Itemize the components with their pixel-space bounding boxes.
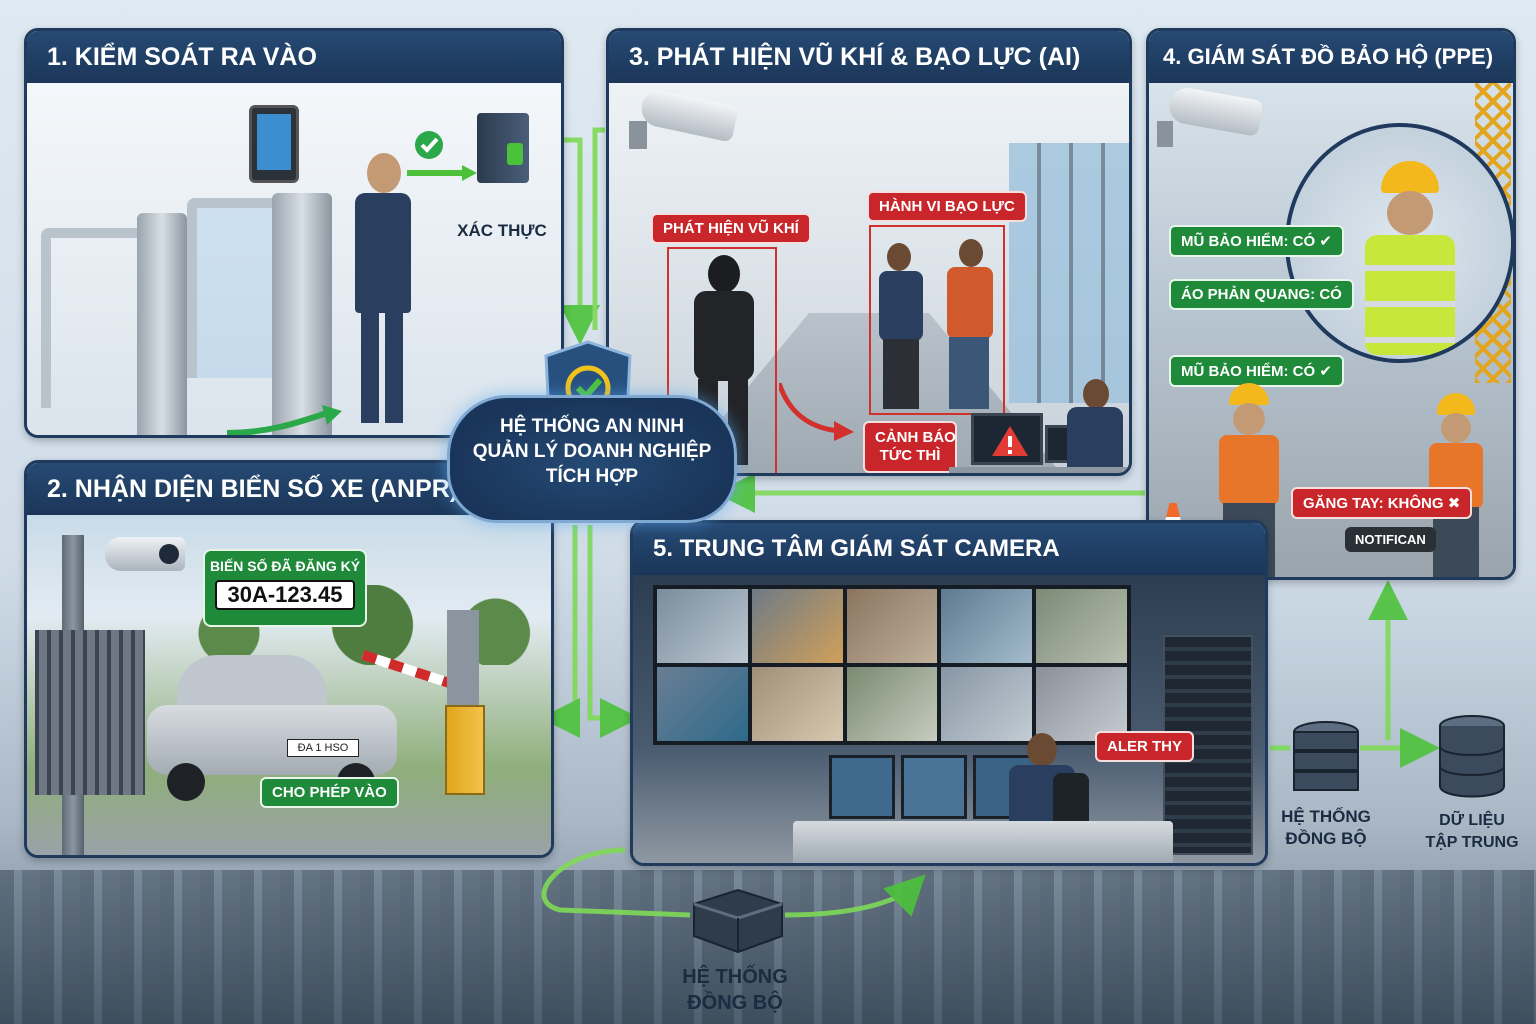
- camera-feed: [1036, 667, 1127, 741]
- check-icon: ✔: [1319, 233, 1332, 250]
- helmet-text: MŨ BẢO HIỂM: CÓ: [1181, 363, 1316, 380]
- sync-line-2: ĐỒNG BỘ: [687, 992, 783, 1014]
- sync-system-label-right: HỆ THỐNG ĐỒNG BỘ: [1268, 806, 1384, 850]
- plate-number: 30A-123.45: [215, 580, 355, 610]
- check-icon: ✔: [1319, 363, 1332, 380]
- center-line-1: HỆ THỐNG AN NINH: [499, 416, 685, 437]
- panel-title: 3. PHÁT HIỆN VŨ KHÍ & BẠO LỰC (AI): [609, 31, 1129, 83]
- person-employee: [347, 153, 417, 433]
- camera-feed: [657, 667, 748, 741]
- plate-recognition-box: BIẾN SỐ ĐÃ ĐĂNG KÝ 30A-123.45: [203, 549, 367, 627]
- alert-line-1: CẢNH BÁO: [875, 429, 956, 446]
- allow-entry-label: CHO PHÉP VÀO: [260, 777, 399, 808]
- turnstile-post: [272, 193, 332, 435]
- camera-feed: [846, 589, 938, 663]
- flow-bottom-sync: [784, 874, 926, 918]
- panel-anpr: 2. NHẬN DIỆN BIỂN SỐ XE (ANPR) BIẾN SỐ Đ…: [24, 460, 554, 858]
- gloves-missing-label: GĂNG TAY: KHÔNG ✖: [1291, 487, 1473, 519]
- center-line-3: TÍCH HỢP: [545, 466, 639, 487]
- sync-system-label-bottom: HỆ THỐNG ĐỒNG BỘ: [660, 964, 810, 1016]
- window-wall: [1009, 143, 1129, 403]
- face-recognition-terminal: [249, 105, 299, 183]
- x-icon: ✖: [1447, 495, 1461, 512]
- instant-alert-box: CẢNH BÁO TỨC THÌ: [863, 421, 957, 473]
- monitor: [829, 755, 895, 819]
- city-skyline-background: [0, 870, 1536, 1024]
- monitor-alert: [971, 413, 1043, 465]
- sync-line-1: HỆ THỐNG: [682, 966, 788, 988]
- barrier-box: [445, 705, 485, 795]
- operator: [1059, 379, 1129, 473]
- violence-detected-label: HÀNH VI BẠO LỰC: [867, 191, 1027, 222]
- car-plate: ĐA 1 HSO: [287, 739, 359, 757]
- panel-title: 1. KIỂM SOÁT RA VÀO: [27, 31, 561, 83]
- center-line-2: QUẢN LÝ DOANH NGHIỆP: [472, 441, 712, 462]
- alert-arrow: [779, 383, 854, 441]
- notice-label: NOTIFICAN: [1345, 527, 1436, 552]
- barrier-post: [447, 610, 479, 705]
- weapon-bounding-box: [667, 247, 777, 473]
- anpr-camera-icon: [105, 537, 185, 571]
- flow-center-to-p5: [587, 525, 640, 738]
- panel-title: 5. TRUNG TÂM GIÁM SÁT CAMERA: [633, 523, 1265, 575]
- camera-feed: [941, 589, 1033, 663]
- helmet-ok-label-2: MŨ BẢO HIỂM: CÓ ✔: [1169, 355, 1344, 387]
- camera-feed: [941, 667, 1033, 741]
- cctv-camera-icon: [1157, 85, 1265, 147]
- central-security-system: HỆ THỐNG AN NINH QUẢN LÝ DOANH NGHIỆP TÍ…: [447, 395, 737, 523]
- weapon-detected-label: PHÁT HIỆN VŨ KHÍ: [651, 213, 811, 244]
- control-desk: [793, 821, 1173, 863]
- worker-zoomed: [1355, 161, 1465, 359]
- verified-check-icon: [407, 131, 477, 181]
- face-screen: [257, 114, 291, 170]
- helmet-ok-label-1: MŨ BẢO HIỂM: CÓ ✔: [1169, 225, 1344, 257]
- plate-caption: BIẾN SỐ ĐÃ ĐĂNG KÝ: [209, 558, 361, 574]
- flow-center-to-p2: [540, 525, 580, 738]
- violence-bounding-box: [869, 225, 1005, 415]
- gloves-text: GĂNG TAY: KHÔNG: [1303, 495, 1444, 512]
- desk: [949, 467, 1129, 473]
- camera-feed: [846, 667, 938, 741]
- warning-icon: [992, 426, 1028, 456]
- panel-camera-monitoring-center: 5. TRUNG TÂM GIÁM SÁT CAMERA ALER THY: [630, 520, 1268, 866]
- camera-feed: [751, 589, 843, 663]
- vest-ok-label: ÁO PHẢN QUANG: CÓ: [1169, 279, 1354, 310]
- alert-line-2: TỨC THÌ: [879, 447, 941, 464]
- video-wall: [653, 585, 1131, 745]
- auth-label: XÁC THỰC: [457, 221, 547, 240]
- cctv-camera-icon: [629, 87, 739, 151]
- central-data-label: DỮ LIỆU TẬP TRUNG: [1416, 810, 1528, 854]
- panel-ppe-monitoring: 4. GIÁM SÁT ĐỒ BẢO HỘ (PPE) MŨ BẢO HIỂM:…: [1146, 28, 1516, 580]
- server-icon: [477, 113, 529, 183]
- data-line-1: DỮ LIỆU: [1439, 812, 1505, 829]
- data-line-2: TẬP TRUNG: [1425, 834, 1519, 851]
- panel-title: 4. GIÁM SÁT ĐỒ BẢO HỘ (PPE): [1149, 31, 1513, 83]
- sync-hub-icon: [693, 888, 783, 954]
- camera-feed: [1036, 589, 1127, 663]
- sync-line-2: ĐỒNG BỘ: [1285, 829, 1367, 848]
- fighting-figures: [877, 233, 997, 409]
- gate-fence: [35, 630, 145, 795]
- sync-server-icon: [1293, 721, 1359, 791]
- alert-label: ALER THY: [1095, 731, 1194, 762]
- monitor: [901, 755, 967, 819]
- helmet-text: MŨ BẢO HIỂM: CÓ: [1181, 233, 1316, 250]
- panel-access-control: 1. KIỂM SOÁT RA VÀO XÁC THỰC: [24, 28, 564, 438]
- camera-feed: [657, 589, 748, 663]
- turnstile-post: [137, 213, 187, 435]
- entry-arrow: [227, 405, 342, 435]
- database-icon: [1439, 715, 1505, 798]
- sync-line-1: HỆ THỐNG: [1281, 807, 1371, 826]
- camera-feed: [751, 667, 843, 741]
